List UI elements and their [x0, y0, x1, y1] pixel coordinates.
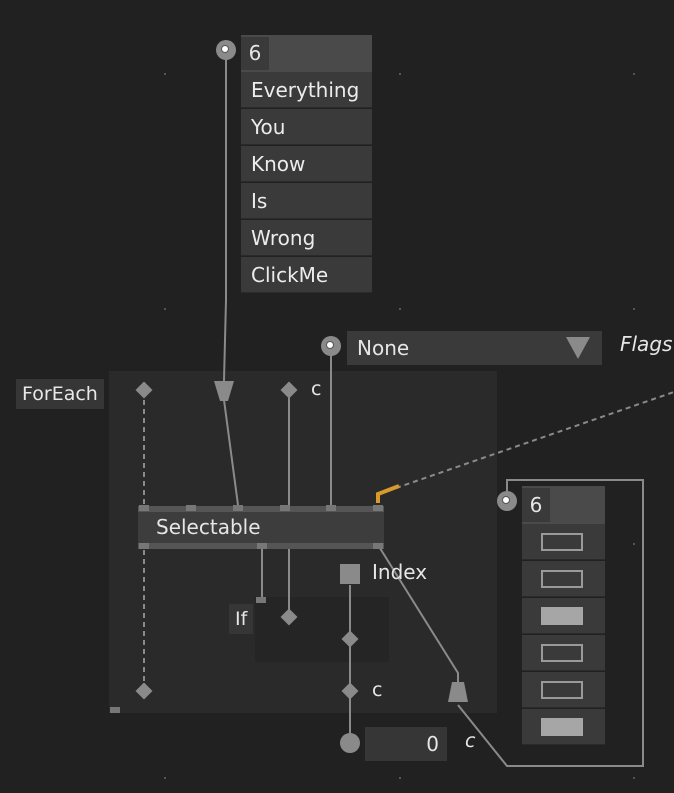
- grid-dot: [633, 308, 635, 310]
- grid-dot: [633, 73, 635, 75]
- if-label: If: [229, 604, 254, 634]
- grid-dot: [164, 308, 166, 310]
- flags-dropdown[interactable]: None: [347, 331, 602, 365]
- toggle-item[interactable]: [522, 524, 605, 560]
- list-count[interactable]: 6: [241, 37, 269, 70]
- wire-list-to-selectable: [223, 50, 239, 506]
- pin[interactable]: [186, 505, 196, 511]
- toggle-list-header: 6: [522, 486, 605, 524]
- pin[interactable]: [256, 597, 266, 603]
- dropdown-value: None: [357, 336, 410, 360]
- foreach-label: ForEach: [16, 379, 104, 409]
- grid-dot: [399, 777, 401, 779]
- pin[interactable]: [257, 543, 267, 549]
- dropdown-input-port[interactable]: [321, 336, 341, 356]
- pin[interactable]: [373, 505, 383, 511]
- list-item[interactable]: Know: [241, 146, 372, 182]
- trapezoid-port-top: [214, 381, 234, 401]
- toggle-item[interactable]: [522, 598, 605, 634]
- grid-dot: [164, 777, 166, 779]
- pin[interactable]: [373, 543, 383, 549]
- list-item[interactable]: You: [241, 109, 372, 145]
- index-square-port[interactable]: [340, 564, 360, 584]
- toggle-checkbox[interactable]: [541, 718, 583, 736]
- list-item[interactable]: Wrong: [241, 220, 372, 256]
- toggle-list-input-port[interactable]: [497, 491, 517, 511]
- c-label-top: c: [311, 378, 322, 400]
- grid-dot: [164, 73, 166, 75]
- c-label-value: c: [465, 730, 476, 752]
- pin[interactable]: [326, 505, 336, 511]
- wire-loop-to-toggle-list: [457, 479, 644, 767]
- list-count-header: 6: [241, 35, 372, 72]
- wire-flags-dashed: [395, 391, 674, 489]
- grid-dot: [633, 777, 635, 779]
- toggle-checkbox[interactable]: [541, 681, 583, 699]
- list-item[interactable]: ClickMe: [241, 257, 372, 293]
- pin[interactable]: [233, 505, 243, 511]
- selectable-title: Selectable: [156, 515, 261, 539]
- toggle-checkbox[interactable]: [541, 533, 583, 551]
- pin[interactable]: [139, 505, 149, 511]
- toggle-checkbox[interactable]: [541, 644, 583, 662]
- list-item[interactable]: Everything: [241, 72, 372, 108]
- value-circle-port[interactable]: [340, 733, 360, 753]
- pin[interactable]: [280, 505, 290, 511]
- trapezoid-port-bottom: [448, 682, 468, 702]
- selectable-input-bar: [138, 506, 384, 512]
- toggle-list-count[interactable]: 6: [522, 488, 550, 522]
- c-label-bottom: c: [372, 679, 383, 701]
- if-region: [255, 597, 389, 662]
- pin[interactable]: [110, 707, 120, 713]
- toggle-item[interactable]: [522, 561, 605, 597]
- pin[interactable]: [139, 543, 149, 549]
- list-item[interactable]: Is: [241, 183, 372, 219]
- toggle-item[interactable]: [522, 709, 605, 745]
- grid-dot: [399, 73, 401, 75]
- triangle-down-icon: [566, 337, 590, 359]
- value-field[interactable]: 0: [365, 727, 447, 761]
- toggle-item[interactable]: [522, 635, 605, 671]
- toggle-checkbox[interactable]: [541, 607, 583, 625]
- accent-wire: [376, 484, 400, 503]
- toggle-item[interactable]: [522, 672, 605, 708]
- toggle-checkbox[interactable]: [541, 570, 583, 588]
- flags-label: Flags: [620, 332, 673, 356]
- grid-dot: [633, 543, 635, 545]
- grid-dot: [399, 308, 401, 310]
- list-input-port[interactable]: [216, 40, 236, 60]
- index-label: Index: [372, 560, 428, 584]
